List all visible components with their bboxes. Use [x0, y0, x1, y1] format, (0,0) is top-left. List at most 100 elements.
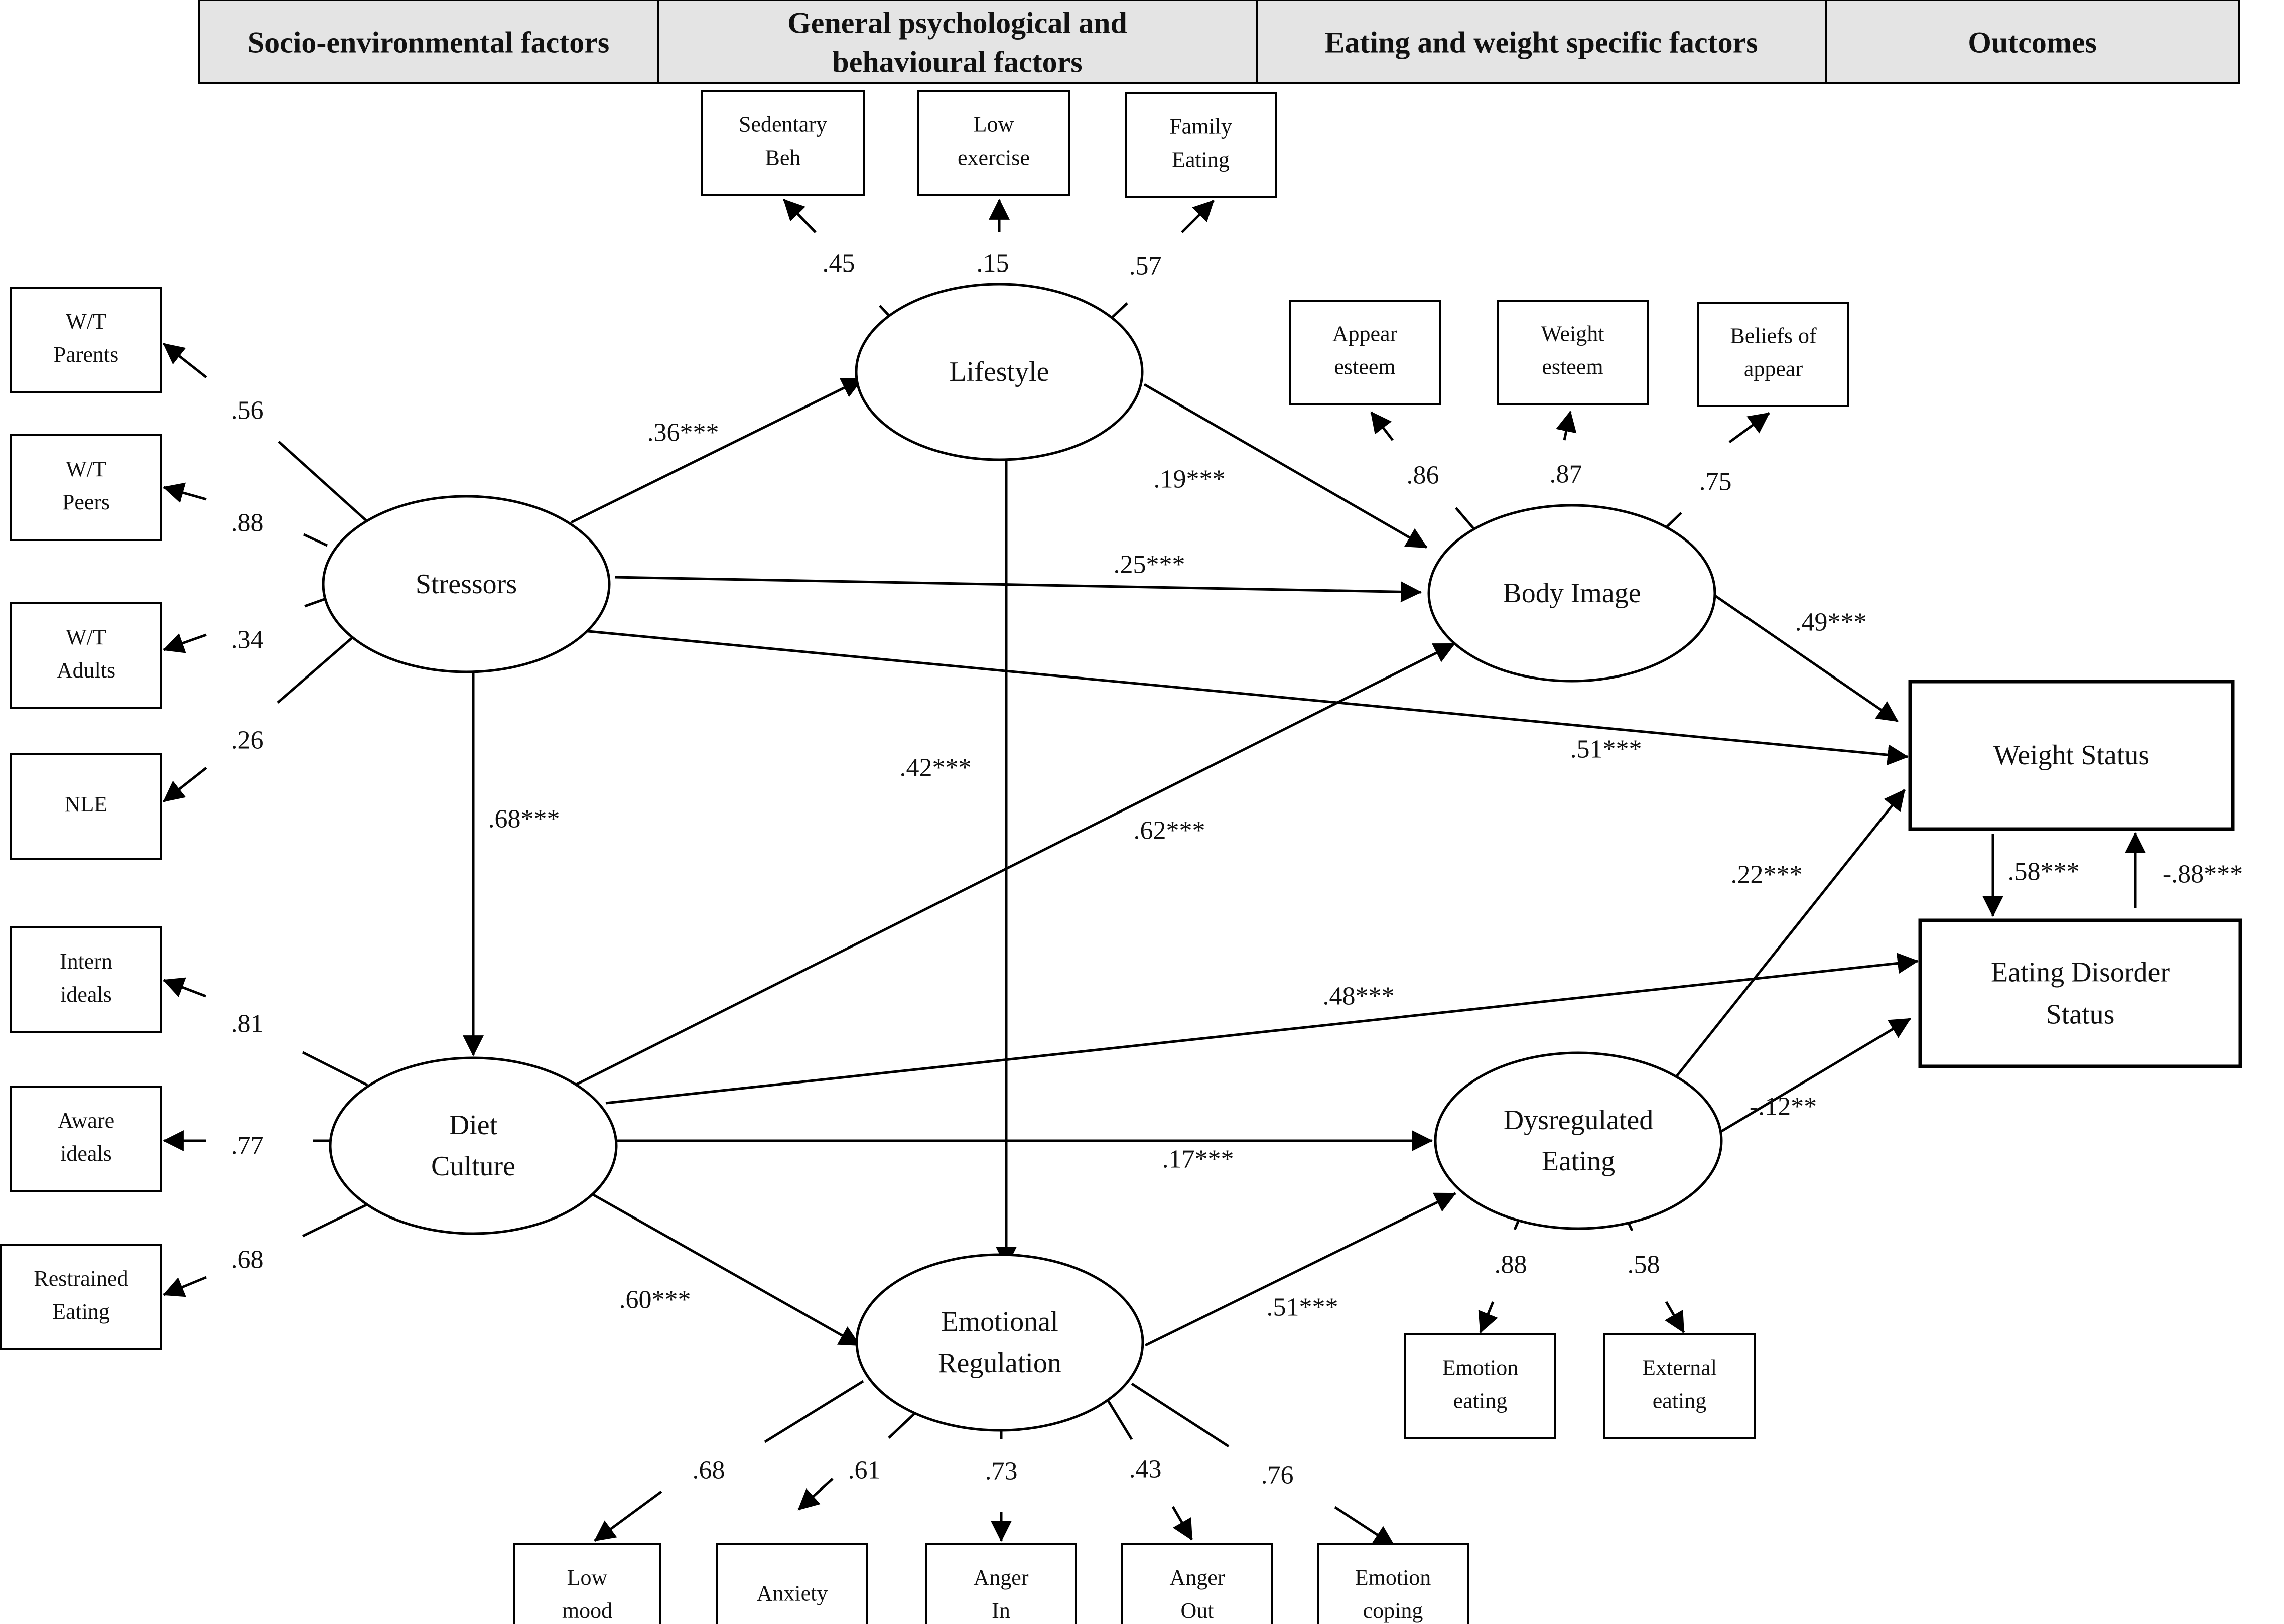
indicator-box-emotion_eating [1404, 1333, 1556, 1439]
path-coefficient-weight_status-to-eating_disorder_status: .58*** [2008, 858, 2080, 886]
indicator-label-emotion_eating-line: eating [1453, 1389, 1508, 1413]
factor-loading-emotion_eating: .88 [1495, 1251, 1527, 1279]
latent-label-diet_culture-line: Culture [431, 1151, 515, 1182]
latent-ellipse-lifestyle [855, 283, 1144, 461]
loading-line-wt_peers [303, 533, 328, 547]
path-coefficient-body_image-to-weight_status: .49*** [1795, 608, 1867, 637]
path-arrow-lifestyle-to-body_image [1143, 383, 1428, 549]
indicator-label-external_eating-line: External [1642, 1356, 1717, 1380]
indicator-box-anxiety [716, 1543, 868, 1624]
path-coefficient-stressors-to-lifestyle: .36*** [647, 419, 719, 447]
factor-loading-sedentary_beh: .45 [823, 249, 855, 278]
indicator-label-wt_peers-line: W/T [66, 457, 106, 481]
loading-line-emotion_coping [1131, 1382, 1230, 1448]
loading-arrow-wt_peers [162, 482, 207, 503]
path-arrow-diet_culture-to-emotional_regulation [591, 1192, 861, 1347]
loading-arrow-intern_ideals [163, 977, 206, 998]
indicator-label-sedentary_beh-line: Beh [765, 146, 801, 170]
path-coefficient-diet_culture-to-eating_disorder_status: .48*** [1323, 982, 1395, 1011]
indicator-box-family_eating [1125, 92, 1277, 198]
path-arrow-body_image-to-weight_status [1705, 588, 1899, 723]
factor-loading-aware_ideals: .77 [231, 1132, 264, 1160]
header-h4-line: Outcomes [1968, 26, 2097, 59]
latent-label-stressors-line: Stressors [416, 569, 517, 600]
latent-label-emotional_regulation-line: Emotional [941, 1306, 1058, 1337]
path-coefficient-stressors-to-diet_culture: .68*** [488, 805, 560, 834]
indicator-box-nle [10, 753, 162, 860]
factor-loading-restrained_eating: .68 [231, 1246, 264, 1274]
indicator-label-beliefs_appear-line: Beliefs of [1730, 324, 1817, 348]
indicator-label-emotion_eating-line: Emotion [1442, 1356, 1519, 1380]
outcome-label-eating_disorder_status-line: Eating Disorder [1991, 957, 2170, 988]
loading-arrow-beliefs_appear [1728, 412, 1770, 444]
loading-line-anger_out [1105, 1397, 1133, 1440]
indicator-label-anger_in-line: In [992, 1598, 1010, 1623]
indicator-box-beliefs_appear [1697, 302, 1849, 407]
indicator-label-appear_esteem-line: esteem [1334, 355, 1395, 379]
loading-arrow-emotion_coping [1334, 1506, 1395, 1547]
indicator-box-anger_in [925, 1543, 1077, 1624]
indicator-label-wt_parents-line: Parents [54, 342, 119, 367]
loading-arrow-nle [163, 767, 207, 802]
indicator-label-family_eating-line: Family [1169, 114, 1232, 139]
loading-line-wt_adults [304, 597, 328, 608]
factor-loading-emotion_coping: .76 [1261, 1461, 1294, 1490]
indicator-label-emotion_coping-line: coping [1363, 1598, 1423, 1623]
outcome-box-eating_disorder_status [1918, 918, 2242, 1068]
loading-line-low_mood [764, 1380, 864, 1443]
loading-arrow-anger_out [1171, 1506, 1193, 1541]
path-arrow-stressors-to-weight_status [572, 628, 1909, 766]
indicator-box-low_exercise [917, 90, 1070, 196]
header-cell-h1 [198, 0, 659, 84]
path-coefficient-dysregulated_eating-to-eating_disorder_status: -.12** [1750, 1093, 1817, 1121]
indicator-box-aware_ideals [10, 1086, 162, 1192]
indicator-box-wt_adults [10, 602, 162, 709]
indicator-label-weight_esteem-line: esteem [1542, 355, 1603, 379]
latent-ellipse-dysregulated_eating [1434, 1051, 1723, 1230]
loading-line-restrained_eating [302, 1203, 368, 1238]
factor-loading-appear_esteem: .86 [1407, 461, 1439, 490]
indicator-label-aware_ideals-line: Aware [58, 1108, 114, 1133]
path-arrow-dysregulated_eating-to-eating_disorder_status [1719, 1017, 1911, 1134]
latent-ellipse-stressors [322, 495, 611, 673]
indicator-box-wt_parents [10, 287, 162, 393]
factor-loading-nle: .26 [231, 726, 264, 755]
path-coefficient-lifestyle-to-emotional_regulation: .42*** [900, 754, 972, 782]
indicator-box-intern_ideals [10, 926, 162, 1033]
header-cell-h4 [1825, 0, 2240, 84]
loading-arrow-anxiety [797, 1478, 834, 1511]
outcome-box-weight_status [1908, 680, 2235, 831]
indicator-label-intern_ideals-line: ideals [60, 982, 112, 1007]
header-cell-h2 [657, 0, 1258, 84]
indicator-label-restrained_eating-line: Restrained [34, 1266, 128, 1291]
loading-arrow-weight_esteem [1556, 410, 1577, 441]
indicator-box-restrained_eating [0, 1244, 162, 1350]
indicator-box-sedentary_beh [701, 90, 865, 196]
latent-label-diet_culture-line: Diet [449, 1110, 498, 1141]
indicator-label-wt_adults-line: Adults [57, 658, 115, 683]
factor-loading-anger_out: .43 [1129, 1455, 1162, 1484]
indicator-box-wt_peers [10, 434, 162, 541]
loading-arrow-emotion_eating [1478, 1301, 1498, 1333]
path-coefficient-diet_culture-to-body_image: .62*** [1134, 817, 1205, 845]
latent-ellipse-diet_culture [329, 1056, 618, 1235]
loading-line-beliefs_appear [1666, 512, 1682, 528]
indicator-label-low_mood-line: Low [567, 1565, 608, 1590]
indicator-label-wt_peers-line: Peers [62, 490, 110, 514]
factor-loading-wt_adults: .34 [231, 626, 264, 654]
loading-arrow-appear_esteem [1370, 411, 1394, 441]
indicator-label-low_exercise-line: exercise [958, 146, 1030, 170]
indicator-label-family_eating-line: Eating [1172, 148, 1230, 172]
factor-loading-family_eating: .57 [1129, 252, 1162, 281]
loading-line-intern_ideals [302, 1051, 368, 1087]
factor-loading-weight_esteem: .87 [1550, 460, 1582, 489]
indicator-label-aware_ideals-line: ideals [60, 1141, 112, 1166]
path-coefficient-lifestyle-to-body_image: .19*** [1154, 465, 1226, 494]
indicator-box-emotion_coping [1317, 1543, 1469, 1624]
path-coefficient-eating_disorder_status-to-weight_status: -.88*** [2163, 860, 2243, 889]
path-coefficient-dysregulated_eating-to-weight_status: .22*** [1731, 861, 1803, 889]
header-h3-line: Eating and weight specific factors [1324, 26, 1758, 59]
factor-loading-intern_ideals: .81 [231, 1010, 264, 1038]
loading-line-anxiety [888, 1411, 917, 1439]
